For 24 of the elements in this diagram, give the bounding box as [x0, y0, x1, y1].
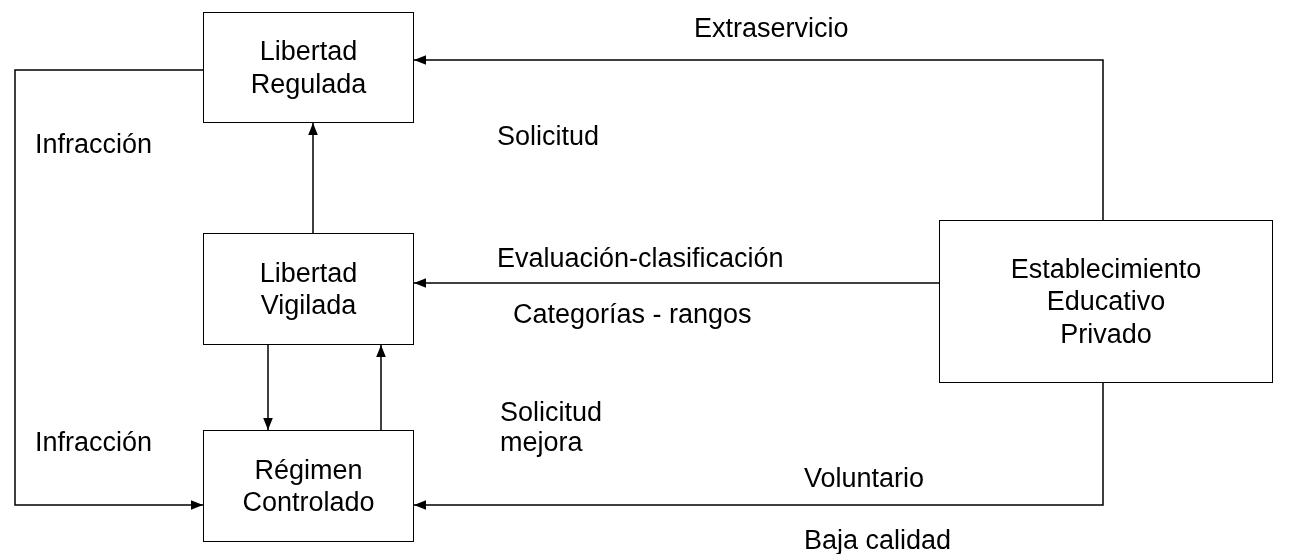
- arrow: [413, 55, 1104, 221]
- arrow: [308, 122, 318, 234]
- box-label: Régimen Controlado: [241, 453, 376, 519]
- text-label: Evaluación-clasificación: [497, 244, 784, 274]
- process-box: [939, 220, 1273, 383]
- arrow: [14, 69, 204, 510]
- text-label: Categorías - rangos: [513, 300, 752, 330]
- text-label: Baja calidad: [804, 526, 952, 554]
- text-label: Solicitud mejora: [500, 398, 604, 458]
- arrow: [413, 382, 1104, 510]
- process-box: [203, 233, 414, 345]
- text-label: Solicitud: [497, 122, 600, 152]
- box-label: Libertad Vigilada: [258, 256, 359, 322]
- arrow: [413, 278, 940, 288]
- box-label: Libertad Regulada: [249, 35, 368, 100]
- arrow: [263, 344, 273, 431]
- box-label: Establecimiento Educativo Privado: [1009, 252, 1203, 351]
- text-label: Voluntario: [804, 464, 925, 494]
- text-label: Infracción: [35, 428, 153, 458]
- text-label: Infracción: [35, 130, 153, 160]
- text-label: Extraservicio: [694, 14, 849, 44]
- process-box: [203, 430, 414, 542]
- process-box: [203, 12, 414, 123]
- arrow: [376, 344, 386, 431]
